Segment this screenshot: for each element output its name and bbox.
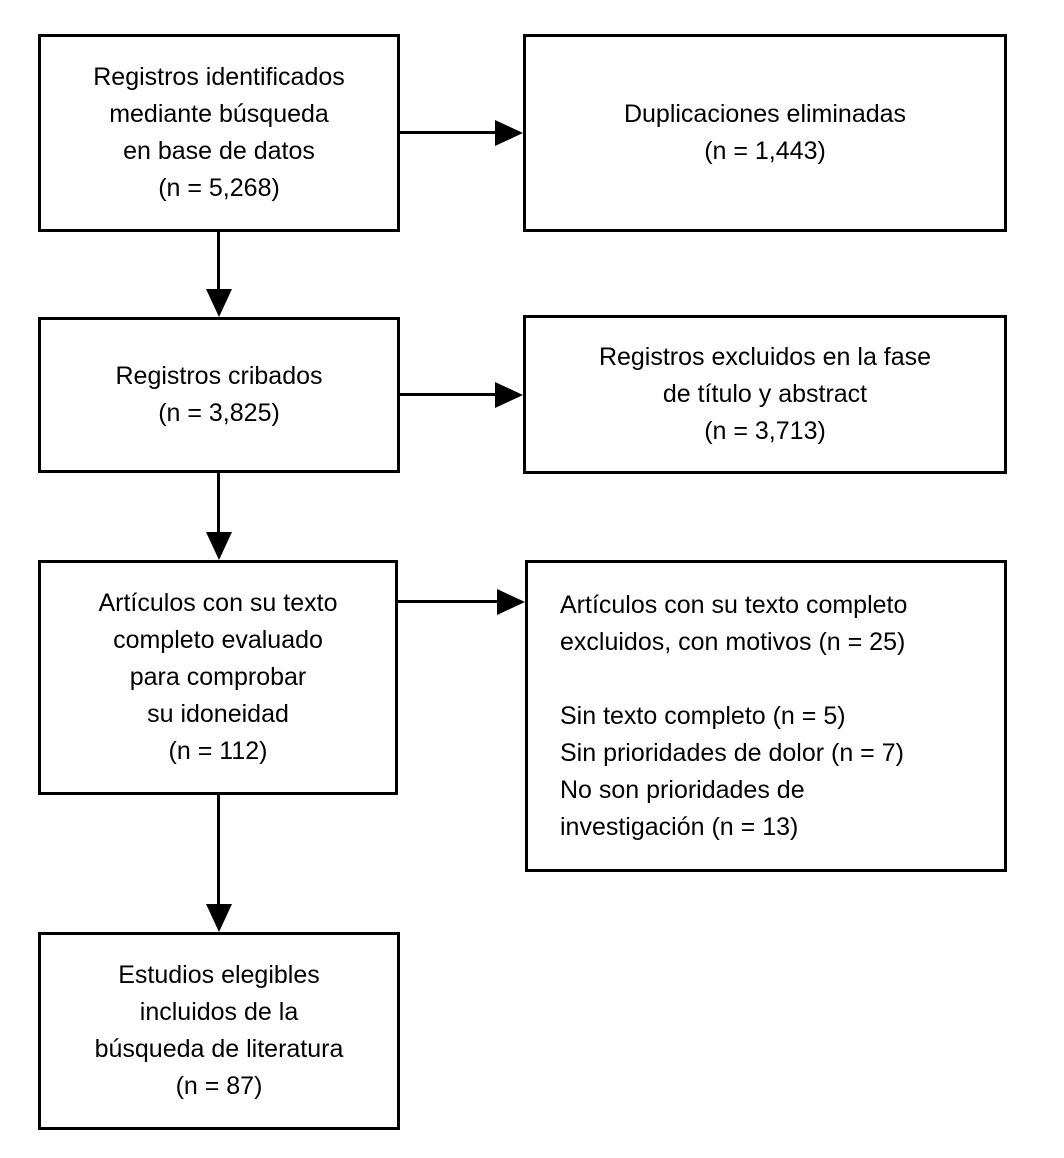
box-text-line: Registros cribados <box>115 362 323 390</box>
box-text-line: Artículos con su texto <box>98 589 338 617</box>
box-count-label: (n = 87) <box>175 1072 263 1100</box>
box-text-line: Estudios elegibles <box>118 961 320 989</box>
box-count-label: (n = 112) <box>168 737 268 765</box>
box-text-line: para comprobar <box>129 663 307 691</box>
arrow-down-icon <box>206 904 232 932</box>
box-text-line: completo evaluado <box>113 626 323 654</box>
exclusion-reason: Sin texto completo (n = 5) <box>560 701 846 730</box>
box-excluded-title-abstract: Registros excluidos en la fase de título… <box>523 315 1007 474</box>
box-count-label: (n = 1,443) <box>704 137 826 165</box>
arrow-stem <box>398 600 498 603</box>
arrow-stem <box>400 131 496 134</box>
arrow-down-icon <box>206 289 232 317</box>
exclusion-reason: No son prioridades de <box>560 775 805 804</box>
arrow-stem <box>217 795 220 905</box>
box-text-line: en base de datos <box>123 137 315 165</box>
box-text-line: Artículos con su texto completo <box>560 590 908 619</box>
arrow-identified-to-duplicates <box>400 120 523 146</box>
arrow-stem <box>398 393 496 396</box>
box-records-screened: Registros cribados (n = 3,825) <box>38 317 400 473</box>
box-duplicates-removed: Duplicaciones eliminadas (n = 1,443) <box>523 34 1007 232</box>
arrow-screened-to-fulltext <box>206 473 232 560</box>
arrow-stem <box>217 232 220 290</box>
box-fulltext-assessed: Artículos con su texto completo evaluado… <box>38 560 398 795</box>
box-text-line: incluidos de la <box>139 998 299 1026</box>
box-count-label: (n = 3,825) <box>158 399 280 427</box>
arrow-down-icon <box>206 532 232 560</box>
arrow-right-icon <box>495 382 523 408</box>
arrow-screened-to-excluded <box>398 382 523 408</box>
box-studies-included: Estudios elegibles incluidos de la búsqu… <box>38 932 400 1130</box>
box-text-line: su idoneidad <box>147 700 289 728</box>
exclusion-reason: Sin prioridades de dolor (n = 7) <box>560 738 904 767</box>
box-text-line: búsqueda de literatura <box>94 1035 344 1063</box>
box-count-label: (n = 5,268) <box>158 174 280 202</box>
arrow-right-icon <box>495 120 523 146</box>
box-fulltext-excluded: Artículos con su texto completo excluido… <box>525 560 1007 872</box>
box-records-identified: Registros identificados mediante búsqued… <box>38 34 400 232</box>
exclusion-reason: investigación (n = 13) <box>560 812 799 841</box>
arrow-fulltext-to-included <box>206 795 232 932</box>
box-text-line: excluidos, con motivos (n = 25) <box>560 627 906 656</box>
box-count-label: (n = 3,713) <box>704 417 826 445</box>
arrow-identified-to-screened <box>206 232 232 317</box>
box-text-line: de título y abstract <box>662 380 868 408</box>
box-text-line: Registros excluidos en la fase <box>598 343 932 371</box>
box-text-line: Registros identificados <box>93 63 345 91</box>
arrow-fulltext-to-excluded <box>398 589 525 615</box>
box-text-line: mediante búsqueda <box>109 100 329 128</box>
arrow-right-icon <box>497 589 525 615</box>
arrow-stem <box>217 473 220 533</box>
box-text-line: Duplicaciones eliminadas <box>623 100 907 128</box>
